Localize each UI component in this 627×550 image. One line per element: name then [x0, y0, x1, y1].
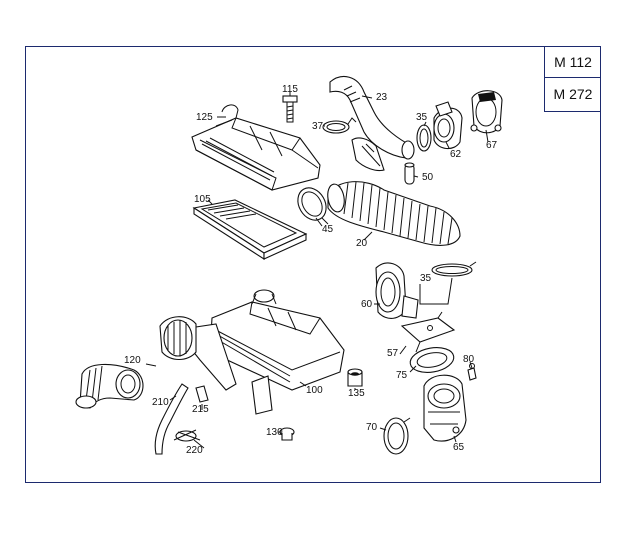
callout-62: 62 — [450, 149, 462, 160]
part-air-mass-sensor — [433, 101, 463, 150]
callout-105: 105 — [194, 194, 211, 205]
part-sleeve — [404, 162, 415, 185]
part-grommet — [347, 368, 363, 387]
model-box: M 112 M 272 — [544, 46, 601, 112]
callout-115: 115 — [282, 84, 298, 95]
part-hose-clamp-37 — [322, 117, 357, 134]
part-sensor-flange — [470, 90, 503, 134]
part-clip-215 — [195, 385, 209, 403]
callout-20: 20 — [356, 238, 368, 249]
model-code-m112: M 112 — [545, 46, 601, 78]
callout-70: 70 — [366, 422, 378, 433]
callout-67: 67 — [486, 140, 498, 151]
part-intake-duct — [329, 76, 415, 172]
part-bracket — [400, 311, 456, 353]
part-air-cleaner-housing — [159, 289, 345, 415]
part-fitting — [467, 363, 477, 381]
part-hose-clamp-35-upper — [416, 124, 432, 152]
callout-57: 57 — [387, 348, 399, 359]
part-air-cleaner-cover — [191, 104, 321, 191]
callout-80: 80 — [463, 354, 475, 365]
callout-37: 37 — [312, 121, 324, 132]
callout-120: 120 — [124, 355, 141, 366]
part-breather-hose — [154, 383, 189, 455]
callout-215: 215 — [192, 404, 209, 415]
part-hose-clamp-220 — [173, 429, 201, 442]
callout-23: 23 — [376, 92, 388, 103]
part-hose-clamp-45 — [297, 187, 329, 225]
part-bolt — [282, 95, 298, 123]
part-seal-ring — [409, 347, 455, 373]
part-hose-clamp-70 — [383, 417, 411, 455]
callout-45: 45 — [322, 224, 334, 235]
model-code-m272: M 272 — [553, 86, 593, 102]
part-hose-clamp-35-lower — [431, 261, 477, 277]
diagram-frame — [25, 46, 601, 483]
callout-125: 125 — [196, 112, 213, 123]
callout-35-upper: 35 — [416, 112, 428, 123]
callout-60: 60 — [361, 299, 373, 310]
callout-135: 135 — [348, 388, 365, 399]
part-air-mass-meter-tube — [375, 262, 419, 319]
part-throttle-housing — [423, 374, 467, 442]
callout-65: 65 — [453, 442, 465, 453]
leader-lines — [145, 92, 489, 449]
callout-130: 130 — [266, 427, 283, 438]
callout-210: 210 — [152, 397, 169, 408]
callout-75: 75 — [396, 370, 408, 381]
callout-220: 220 — [186, 445, 203, 456]
callout-100: 100 — [306, 385, 323, 396]
part-air-filter-element — [192, 199, 308, 261]
callout-50: 50 — [422, 172, 434, 183]
callout-35-lower: 35 — [420, 273, 432, 284]
part-inlet-duct — [75, 363, 144, 409]
part-corrugated-intake-hose — [327, 181, 461, 246]
